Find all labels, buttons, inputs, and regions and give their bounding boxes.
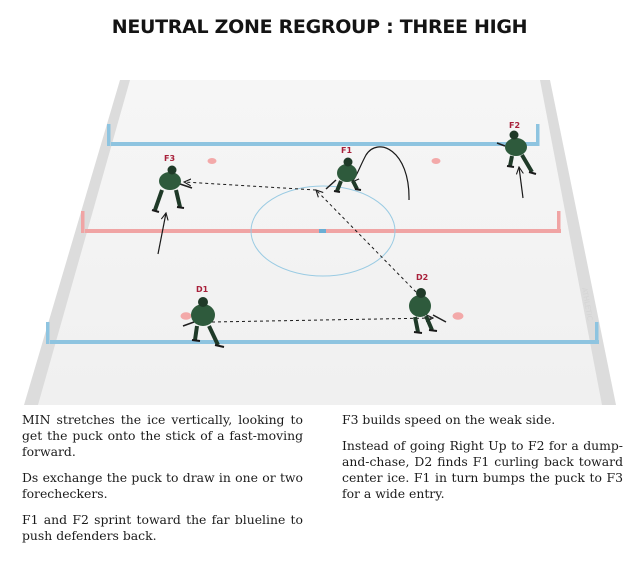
f3-skate-path <box>157 213 166 255</box>
player-f1: F1 <box>325 146 362 193</box>
f2-skate-path <box>519 167 523 199</box>
description-left: MIN stretches the ice vertically, lookin… <box>22 412 303 554</box>
rink-diagram: ATHLETIC F3 F1 F2 D1 <box>24 80 616 405</box>
pass-d1-to-d2 <box>211 318 433 323</box>
player-f2: F2 <box>496 121 537 175</box>
paragraph: Instead of going Right Up to F2 for a du… <box>342 438 623 501</box>
faceoff-dot <box>452 312 464 320</box>
label-f3: F3 <box>164 154 175 163</box>
label-d1: D1 <box>196 285 209 294</box>
paragraph: MIN stretches the ice vertically, lookin… <box>22 412 303 459</box>
center-dot <box>319 229 326 233</box>
near-blue-line <box>50 340 599 344</box>
player-f3: F3 <box>151 154 193 213</box>
paragraph: F1 and F2 sprint toward the far blueline… <box>22 512 303 543</box>
label-f1: F1 <box>341 146 352 155</box>
player-d2: D2 <box>409 273 447 334</box>
player-d1: D1 <box>182 285 225 348</box>
label-f2: F2 <box>509 121 520 130</box>
left-board <box>24 80 130 405</box>
ice-surface <box>26 80 612 405</box>
faceoff-dot <box>431 158 441 164</box>
label-d2: D2 <box>416 273 428 282</box>
center-circle <box>250 185 396 277</box>
faceoff-dot <box>180 312 192 320</box>
diagram-title: NEUTRAL ZONE REGROUP : THREE HIGH <box>111 16 528 38</box>
paragraph: F3 builds speed on the weak side. <box>342 412 556 427</box>
faceoff-dot <box>207 158 217 164</box>
pass-f1-to-f3 <box>184 182 317 191</box>
description-right: F3 builds speed on the weak side. Instea… <box>342 412 623 512</box>
paragraph: Ds exchange the puck to draw in one or t… <box>22 470 303 501</box>
far-blue-line <box>111 142 539 146</box>
